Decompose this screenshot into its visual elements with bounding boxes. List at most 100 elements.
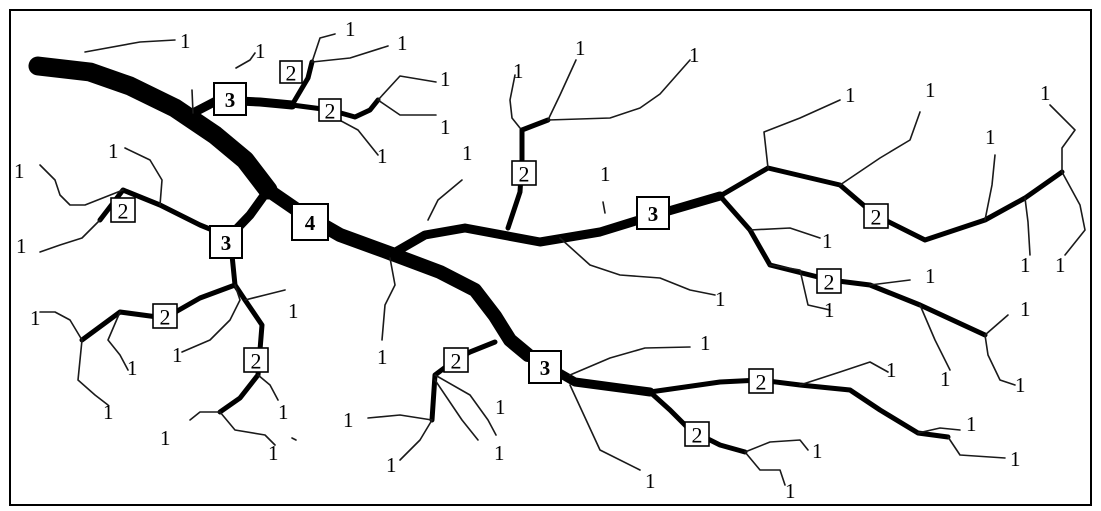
tributary-line (569, 346, 691, 376)
tributary-line (235, 52, 256, 69)
tributary-line (377, 75, 437, 101)
stream-order-1-label: 1 (689, 43, 700, 67)
stream-order-1-label: 1 (940, 367, 951, 391)
stream-order-1-label: 1 (377, 345, 388, 369)
tributary-line (39, 311, 83, 341)
stream-order-1-label: 1 (785, 479, 796, 503)
tributary-line (219, 411, 276, 446)
stream-order-1-label: 1 (845, 83, 856, 107)
tributary-line (191, 89, 194, 114)
tributary-line (1049, 104, 1076, 173)
stream-order-2-box: 2 (243, 347, 269, 374)
stream-order-2-box: 2 (684, 421, 710, 448)
stream-order-1-label: 1 (172, 343, 183, 367)
tributary-line (367, 414, 433, 421)
order-2-segment (217, 252, 265, 415)
tributary-line (381, 257, 396, 341)
stream-order-2-box: 2 (816, 268, 842, 295)
stream-order-1-label: 1 (108, 139, 119, 163)
stream-order-label: 3 (540, 356, 551, 380)
tributary-line (569, 384, 641, 471)
order-2-segment (717, 193, 988, 338)
stream-order-1-label: 1 (386, 453, 397, 477)
stream-order-1-label: 1 (812, 439, 823, 463)
order-2-segment (289, 97, 381, 120)
stream-order-label: 2 (325, 99, 336, 124)
main-stem-segment (28, 56, 278, 200)
order-2-segment (717, 165, 1065, 243)
stream-order-3-box: 3 (213, 82, 247, 116)
stream-order-3-box: 3 (528, 350, 562, 384)
tributary-line (181, 284, 241, 353)
tributary-line (947, 436, 1006, 459)
tributary-line (427, 179, 463, 221)
stream-order-label: 3 (648, 202, 659, 226)
tributary-line (869, 279, 911, 286)
tributary-line (399, 419, 433, 461)
tributary-line (244, 289, 286, 301)
tributary-line (547, 59, 691, 121)
tributary-line (839, 111, 921, 186)
stream-order-1-label: 1 (700, 331, 711, 355)
label-box-frame (110, 197, 136, 223)
stream-order-1-label: 1 (440, 115, 451, 139)
stream-order-1-label: 1 (377, 144, 388, 168)
label-box-frame (528, 350, 562, 384)
stream-order-1-label: 1 (127, 356, 138, 380)
stream-order-1-label: 1 (1010, 447, 1021, 471)
tributary-line (984, 314, 1009, 336)
tributary-line (311, 45, 389, 63)
label-box-frame (636, 196, 670, 230)
tributary-line (84, 39, 176, 53)
stream-order-1-label: 1 (14, 159, 25, 183)
stream-order-1-label: 1 (255, 39, 266, 63)
stream-order-1-label: 1 (343, 408, 354, 432)
stream-order-label: 2 (451, 349, 462, 374)
stream-order-1-label: 1 (985, 125, 996, 149)
stream-order-1-label: 1 (180, 29, 191, 53)
label-box-frame (243, 347, 269, 373)
stream-order-label: 2 (160, 305, 171, 330)
tributary-line (107, 311, 129, 371)
tributary-line (763, 99, 841, 169)
stream-order-1-label: 1 (494, 441, 505, 465)
stream-order-1-label: 1 (1020, 253, 1031, 277)
stream-order-1-label: 1 (288, 299, 299, 323)
stream-order-1-label: 1 (600, 162, 611, 186)
stream-order-1-label: 1 (1015, 373, 1026, 397)
label-box-frame (209, 225, 243, 259)
stream-order-1-label: 1 (440, 67, 451, 91)
stream-order-label: 2 (824, 270, 835, 295)
stream-order-2-box: 2 (152, 303, 178, 330)
tributary-line (744, 451, 786, 486)
tributary-line (1024, 197, 1031, 256)
stream-order-2-box: 2 (279, 60, 303, 86)
stream-order-label: 2 (118, 199, 129, 224)
tributary-line (602, 201, 606, 214)
tributary-line (744, 439, 809, 453)
stream-order-3-box: 3 (636, 196, 670, 230)
stream-order-1-label: 1 (1040, 81, 1051, 105)
stream-order-1-label: 1 (513, 59, 524, 83)
order-2-segment (647, 377, 951, 440)
stream-order-label: 2 (756, 370, 767, 395)
label-box-frame (291, 203, 329, 241)
order-2-segment (505, 117, 551, 231)
label-box-frame (748, 368, 774, 394)
tributary-line (291, 437, 297, 441)
tributary-line (124, 147, 163, 206)
stream-order-2-box: 2 (511, 160, 537, 187)
stream-order-1-label: 1 (822, 229, 833, 253)
tributary-line (377, 99, 437, 116)
stream-order-1-label: 1 (16, 234, 27, 258)
tributary-line (39, 164, 124, 206)
tributary-line (434, 374, 497, 436)
tributary-line (1061, 171, 1086, 256)
stream-order-1-label: 1 (925, 264, 936, 288)
stream-order-4-box: 4 (291, 203, 329, 241)
stream-order-1-label: 1 (886, 358, 897, 382)
stream-order-1-label: 1 (575, 36, 586, 60)
stream-order-1-label: 1 (30, 306, 41, 330)
